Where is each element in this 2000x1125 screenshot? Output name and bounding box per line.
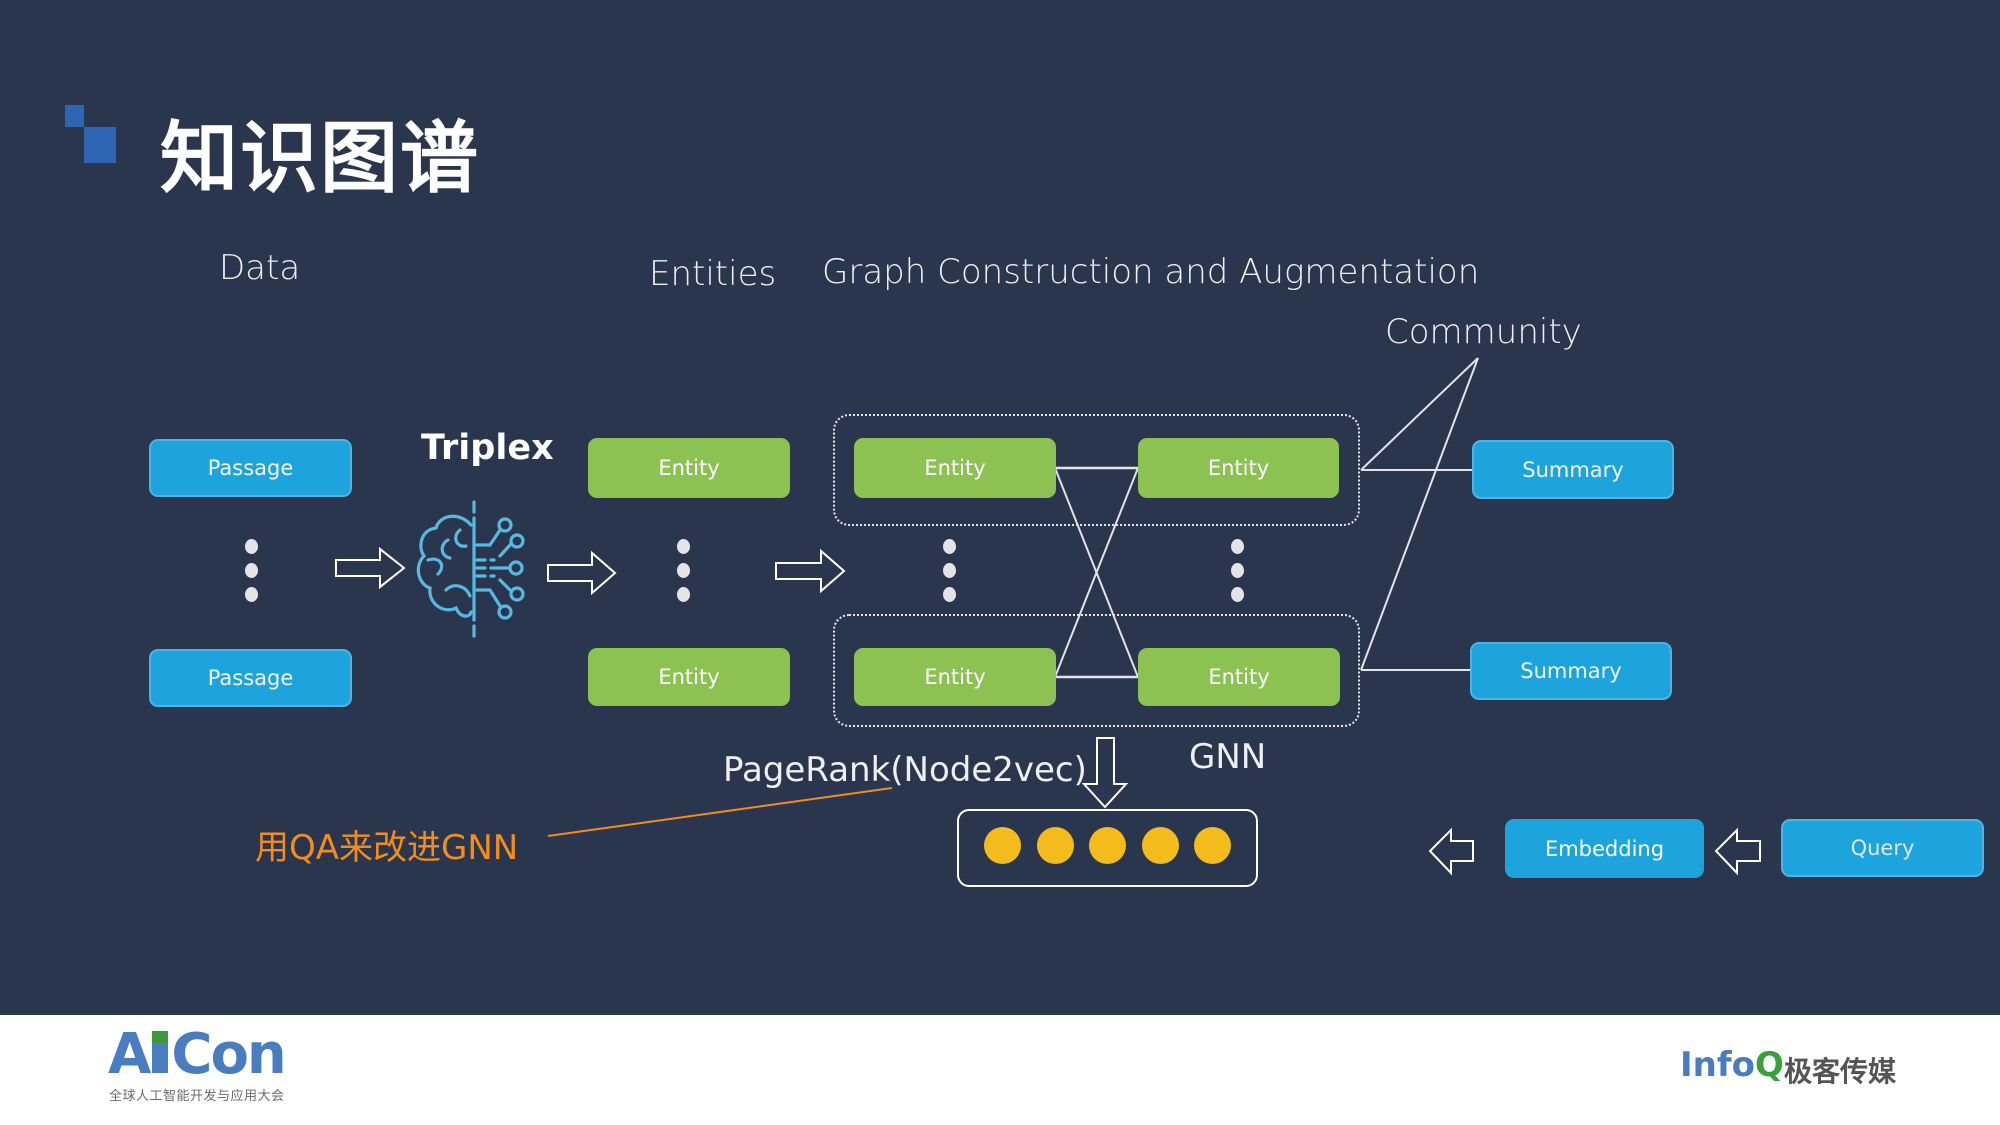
embedding-dot	[1141, 827, 1179, 864]
embedding-dot	[984, 827, 1021, 864]
ellipsis-dot	[677, 563, 690, 578]
ellipsis-dot	[943, 587, 956, 602]
gnn-label: GNN	[1189, 737, 1267, 777]
ai-brain-icon	[416, 500, 525, 638]
arrow-right-icon	[335, 546, 406, 590]
entity-box: Entity	[1138, 648, 1340, 706]
ellipsis-dot	[677, 539, 690, 554]
entity-box: Entity	[854, 648, 1056, 706]
aicon-logo-dot	[152, 1031, 169, 1043]
community-line	[1360, 357, 1479, 671]
embedding-dot	[1036, 827, 1074, 864]
annotation-text: 用QA来改进GNN	[255, 828, 519, 868]
ellipsis-dot	[245, 587, 258, 602]
aicon-subtitle: 全球人工智能开发与应用大会	[109, 1089, 285, 1104]
arrow-right-icon	[547, 550, 617, 596]
ellipsis-dot	[245, 563, 258, 578]
community-line	[1360, 357, 1479, 471]
title-accent-small	[65, 105, 84, 127]
summary-box: Summary	[1470, 642, 1672, 700]
title-accent-large	[84, 127, 116, 163]
ellipsis-dot	[677, 587, 690, 602]
community-group	[833, 414, 1360, 526]
embedding-vector	[957, 809, 1258, 887]
entity-box: Entity	[854, 438, 1056, 498]
aicon-logo-i	[152, 1031, 169, 1073]
ellipsis-dot	[1231, 563, 1244, 578]
geek-media-label: 极客传媒	[1784, 1055, 1897, 1088]
community-group	[833, 614, 1360, 727]
embedding-dot	[1089, 827, 1126, 864]
annotation-line	[547, 787, 893, 837]
header-community: Community	[1385, 312, 1582, 352]
arrow-down-icon	[1081, 737, 1129, 809]
infoq-logo-info: Info	[1680, 1045, 1756, 1085]
embedding-dot	[1194, 827, 1231, 864]
entity-box: Entity	[588, 438, 790, 498]
ellipsis-dot	[943, 539, 956, 554]
query-box: Query	[1781, 819, 1984, 877]
infoq-logo: InfoQ	[1680, 1048, 1784, 1082]
embedding-box: Embedding	[1505, 819, 1704, 878]
aicon-logo-rest: Con	[171, 1022, 286, 1087]
header-graph: Graph Construction and Augmentation	[822, 252, 1480, 292]
header-entities: Entities	[649, 254, 777, 294]
ellipsis-dot	[943, 563, 956, 578]
link-line	[1054, 467, 1139, 678]
ellipsis-dot	[1231, 587, 1244, 602]
arrow-left-icon	[1428, 827, 1474, 876]
arrow-left-icon	[1714, 827, 1761, 876]
entity-box: Entity	[588, 648, 790, 706]
entity-box: Entity	[1138, 438, 1339, 498]
aicon-logo-a: A	[108, 1022, 151, 1087]
header-data: Data	[219, 248, 301, 288]
pagerank-label: PageRank(Node2vec)	[723, 750, 1087, 790]
passage-box: Passage	[149, 439, 352, 497]
ellipsis-dot	[1231, 539, 1244, 554]
infoq-logo-q: Q	[1755, 1045, 1784, 1085]
slide-title: 知识图谱	[160, 114, 481, 204]
summary-box: Summary	[1472, 440, 1674, 499]
header-triplex: Triplex	[421, 428, 554, 468]
ellipsis-dot	[245, 539, 258, 554]
passage-box: Passage	[149, 649, 352, 707]
arrow-right-icon	[775, 548, 846, 594]
